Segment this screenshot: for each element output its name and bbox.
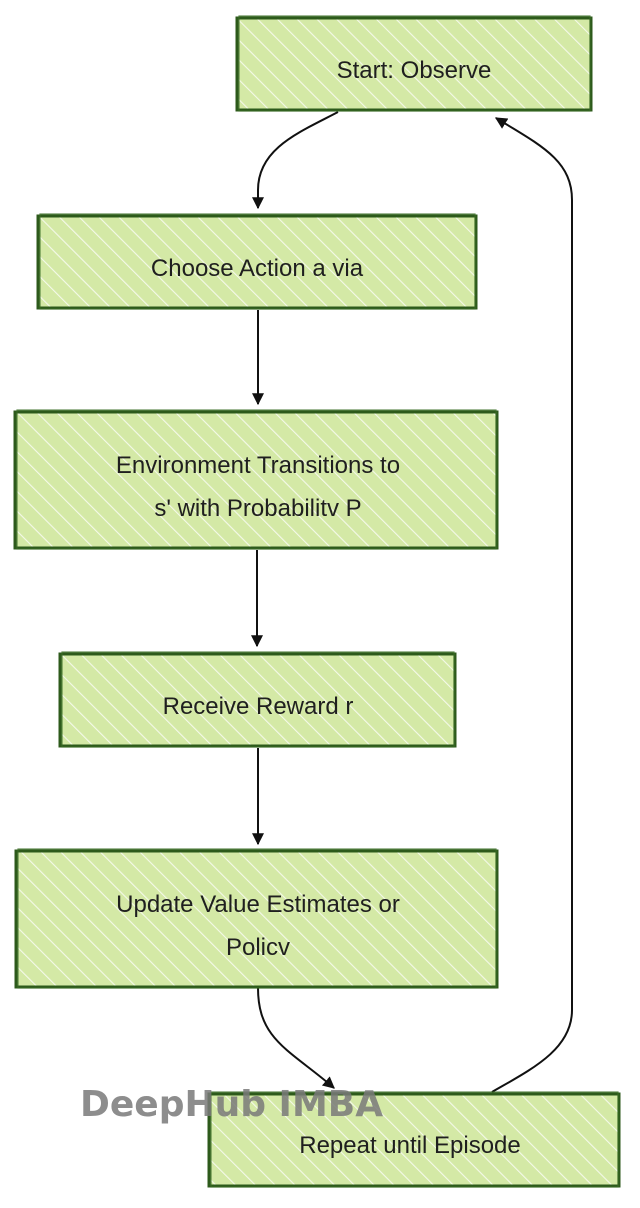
node-start-label: Start: Observe bbox=[337, 57, 492, 84]
node-repeat-box bbox=[207, 1092, 621, 1188]
node-reward: Receive Reward r bbox=[58, 651, 457, 748]
node-transition: Environment Transitions to s' with Proba… bbox=[13, 409, 499, 550]
node-update-box bbox=[14, 849, 499, 989]
node-start-sketch-outline bbox=[238, 15, 591, 112]
node-transition-box bbox=[13, 410, 499, 550]
node-choose-sketch-outline bbox=[39, 213, 476, 310]
node-reward-label: Receive Reward r bbox=[163, 693, 354, 720]
node-update-label-line1: Update Value Estimates or bbox=[116, 891, 400, 918]
node-reward-box bbox=[58, 652, 457, 748]
node-update: Update Value Estimates or Policv bbox=[14, 848, 499, 989]
edge-start-to-choose bbox=[252, 111, 339, 210]
node-transition-sketch-outline bbox=[16, 409, 497, 550]
node-start-box bbox=[235, 16, 593, 112]
edge-repeat-to-start bbox=[491, 117, 573, 1093]
node-update-sketch-outline bbox=[17, 848, 497, 989]
watermark-text: DeepHub IMBA bbox=[80, 1084, 383, 1125]
node-repeat: Repeat until Episode bbox=[207, 1091, 621, 1188]
node-choose-label: Choose Action a via bbox=[151, 255, 364, 282]
node-start: Start: Observe bbox=[235, 15, 593, 112]
node-transition-label-line1: Environment Transitions to bbox=[116, 452, 400, 479]
node-transition-label-line2: s' with Probabilitv P bbox=[154, 495, 361, 522]
edge-update-to-repeat bbox=[257, 987, 335, 1089]
node-choose-box bbox=[36, 214, 478, 310]
node-update-label-line2: Policv bbox=[226, 934, 290, 961]
edges bbox=[251, 111, 573, 1093]
node-choose: Choose Action a via bbox=[36, 213, 478, 310]
node-reward-sketch-outline bbox=[61, 651, 455, 748]
node-repeat-label: Repeat until Episode bbox=[299, 1132, 520, 1159]
node-repeat-sketch-outline bbox=[210, 1091, 619, 1188]
